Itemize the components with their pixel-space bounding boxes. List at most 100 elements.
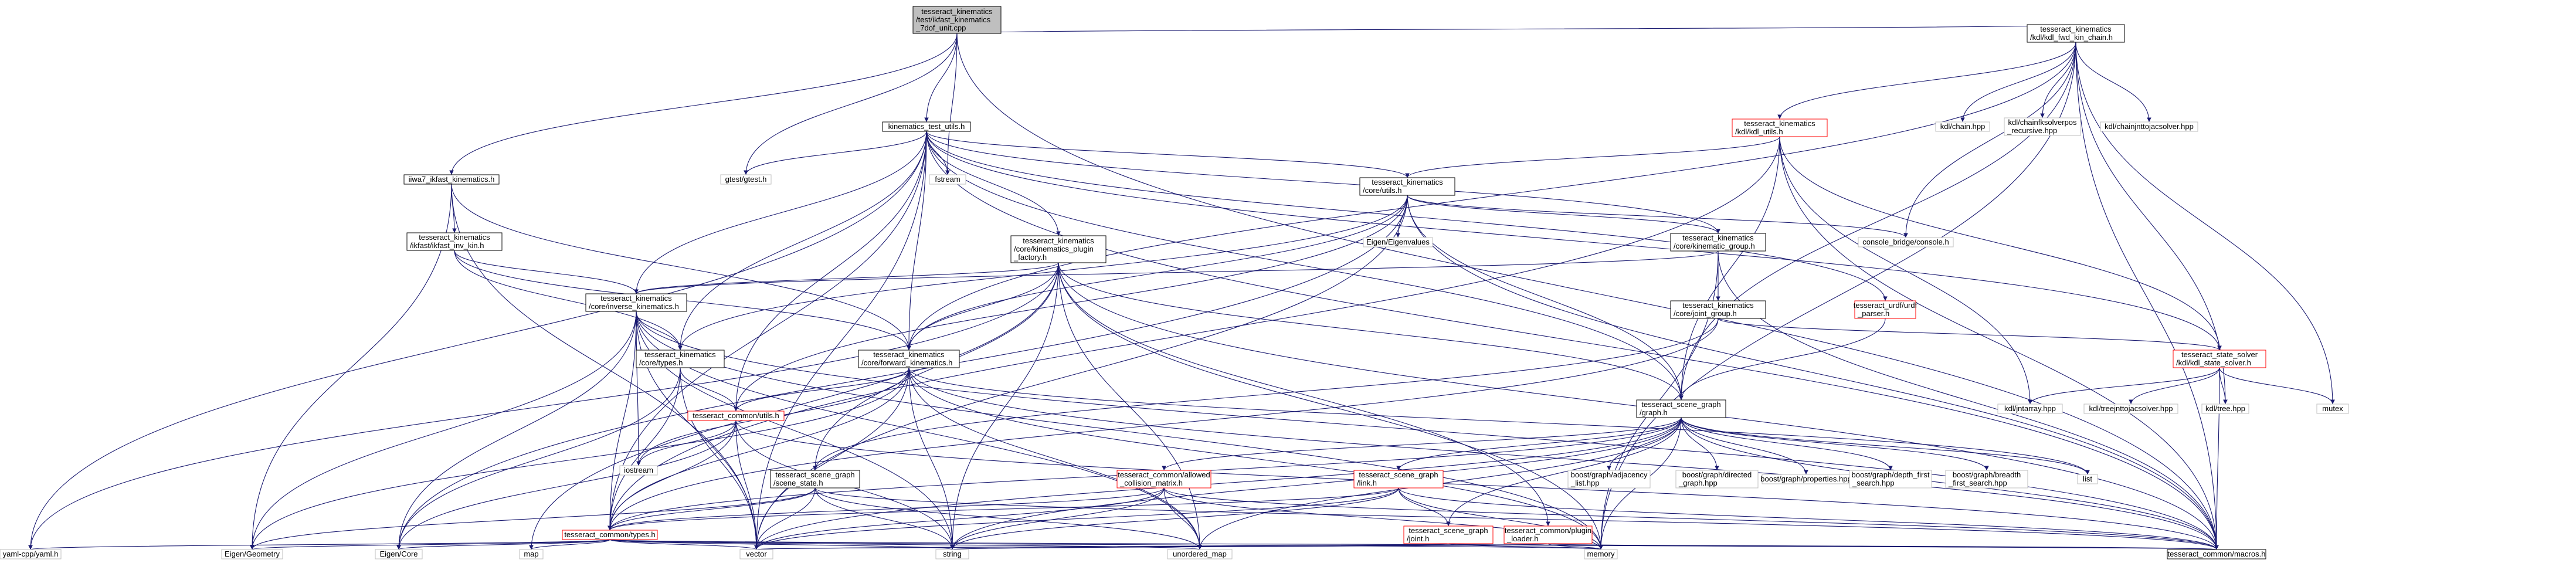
node-label-plugin_loader-line-0: tesseract_common/plugin [1505, 526, 1591, 535]
node-kdl_utils[interactable]: tesseract_kinematics/kdl/kdl_utils.h [1732, 118, 1828, 137]
node-box-kdl_tree [2201, 403, 2249, 414]
node-scene_graph[interactable]: tesseract_scene_graph/graph.h [1636, 399, 1726, 418]
node-label-kdl_state_solver-line-1: /kdl/kdl_state_solver.h [2176, 358, 2251, 367]
node-label-common_utils-line-0: tesseract_common/utils.h [693, 411, 779, 420]
include-edge-plugin_factory-to-scene_graph [1058, 262, 1684, 401]
include-edge-plugin_factory-to-memory [1058, 262, 1603, 550]
include-edge-inv_kin-to-common_macros [636, 311, 2219, 550]
include-edge-fwd_kin-to-memory [908, 367, 1603, 550]
include-edge-core_utils-to-common_macros [1407, 195, 2219, 550]
node-core_types[interactable]: tesseract_kinematics/core/types.h [636, 350, 725, 368]
node-label-mutex-line-0: mutex [2322, 404, 2343, 413]
node-label-memory-line-0: memory [1587, 550, 1615, 558]
node-kdl_fwd[interactable]: tesseract_kinematics/kdl/kdl_fwd_kin_cha… [2027, 24, 2125, 43]
include-edge-plugin_factory-to-plugin_loader [1058, 262, 1550, 527]
node-label-core_utils-line-0: tesseract_kinematics [1372, 178, 1443, 186]
node-box-bg_directed [1675, 470, 1759, 489]
include-edge-kdl_fwd-to-kdl_utils [1777, 42, 2076, 120]
node-label-string-line-0: string [943, 550, 962, 558]
node-inv_kin[interactable]: tesseract_kinematics/core/inverse_kinema… [585, 293, 687, 312]
node-kin_test_utils[interactable]: kinematics_test_utils.h [882, 121, 971, 132]
node-label-kdl_fwd-line-0: tesseract_kinematics [2040, 25, 2112, 33]
node-label-yaml-line-0: yaml-cpp/yaml.h [3, 550, 59, 558]
node-ikfast_inv[interactable]: tesseract_kinematics/ikfast/ikfast_inv_k… [406, 232, 503, 251]
node-label-sg_joint-line-1: /joint.h [1407, 534, 1429, 543]
node-box-common_types [562, 530, 658, 540]
include-edge-root-to-kdl_fwd [956, 24, 2077, 34]
include-edge-kdl_state_solver-to-kdl_treejnt [2129, 367, 2220, 405]
node-plugin_factory[interactable]: tesseract_kinematics/core/kinematics_plu… [1010, 235, 1107, 263]
node-box-string [935, 549, 969, 559]
node-string: string [935, 549, 969, 559]
node-box-common_macros [2167, 549, 2266, 559]
node-iiwa7[interactable]: iiwa7_ikfast_kinematics.h [403, 174, 500, 185]
include-edge-inv_kin-to-iostream [636, 311, 641, 466]
node-label-eigen_geometry-line-0: Eigen/Geometry [225, 550, 280, 558]
include-edge-fwd_kin-to-common_macros [908, 367, 2219, 550]
node-kdl_state_solver[interactable]: tesseract_state_solver/kdl/kdl_state_sol… [2173, 350, 2266, 368]
node-box-kdl_jntarray [1997, 403, 2063, 414]
include-edge-scene_graph-to-string [950, 417, 1682, 550]
node-box-root [912, 6, 1002, 34]
include-edge-scene_state-to-eigen_geometry [250, 487, 816, 550]
node-label-bg_directed-line-0: boost/graph/directed [1682, 470, 1752, 479]
node-box-kin_group [1670, 233, 1766, 252]
node-label-kdl_utils-line-0: tesseract_kinematics [1744, 119, 1815, 128]
node-common_types[interactable]: tesseract_common/types.h [562, 530, 658, 540]
include-edge-common_types-to-yaml [29, 539, 610, 550]
include-edge-common_types-to-eigen_geometry [250, 539, 610, 550]
node-scene_state[interactable]: tesseract_scene_graph/scene_state.h [770, 470, 860, 489]
include-edge-fwd_kin-to-eigen_geometry [250, 367, 909, 550]
node-joint_group[interactable]: tesseract_kinematics/core/joint_group.h [1670, 300, 1766, 319]
include-edge-core_utils-to-core_types [678, 195, 1408, 351]
node-sg_link[interactable]: tesseract_scene_graph/link.h [1353, 470, 1444, 489]
node-box-plugin_factory [1010, 235, 1107, 263]
node-urdf_parser[interactable]: tesseract_urdf/urdf_parser.h [1854, 300, 1917, 319]
node-sg_joint[interactable]: tesseract_scene_graph/joint.h [1403, 525, 1494, 544]
node-fstream: fstream [929, 174, 966, 185]
node-label-plugin_factory-line-2: _factory.h [1013, 253, 1047, 262]
include-edge-common_types-to-vector [609, 539, 759, 550]
node-box-iostream [619, 465, 658, 476]
node-label-root-line-2: _7dof_unit.cpp [915, 23, 966, 32]
node-label-iostream-line-0: iostream [624, 466, 653, 474]
node-kin_group[interactable]: tesseract_kinematics/core/kinematic_grou… [1670, 233, 1766, 252]
include-edge-kdl_state_solver-to-mutex [2219, 367, 2335, 405]
node-label-urdf_parser-line-1: _parser.h [1857, 309, 1889, 318]
include-edge-core_utils-to-console_bridge [1407, 195, 1908, 238]
node-memory: memory [1584, 549, 1618, 559]
node-allowed_collision[interactable]: tesseract_common/allowed_collision_matri… [1116, 470, 1211, 489]
node-label-joint_group-line-0: tesseract_kinematics [1682, 301, 1754, 310]
node-box-kdl_treejnt [2083, 403, 2178, 414]
node-label-fwd_kin-line-0: tesseract_kinematics [873, 350, 945, 359]
node-box-kdl_chain [1935, 121, 1990, 132]
node-label-kdl_chainfk-line-1: _recursive.hpp [2007, 126, 2057, 135]
include-edge-iiwa7-to-eigen_geometry [250, 184, 452, 550]
node-box-bg_dfs [1849, 470, 1932, 489]
include-edge-inv_kin-to-eigen_geometry [250, 311, 637, 550]
node-core_utils[interactable]: tesseract_kinematics/core/utils.h [1359, 177, 1455, 196]
node-label-kdl_state_solver-line-0: tesseract_state_solver [2181, 350, 2258, 359]
node-label-core_types-line-1: /core/types.h [639, 358, 683, 367]
include-edge-sg_link-to-string [950, 487, 1399, 550]
node-plugin_loader[interactable]: tesseract_common/plugin_loader.h [1503, 525, 1593, 544]
include-edge-root-to-iiwa7 [449, 33, 958, 175]
node-root[interactable]: tesseract_kinematics/test/ikfast_kinemat… [912, 6, 1002, 34]
include-edge-plugin_factory-to-inv_kin [634, 262, 1059, 294]
node-box-fstream [929, 174, 966, 185]
include-edge-scene_state-to-unordered_map [814, 487, 1202, 550]
node-label-kin_group-line-1: /core/kinematic_group.h [1674, 242, 1755, 250]
node-bg_dfs: boost/graph/depth_first_search.hpp [1849, 470, 1932, 489]
node-common_macros[interactable]: tesseract_common/macros.h [2167, 549, 2266, 559]
include-edge-kin_test_utils-to-fwd_kin [907, 131, 927, 351]
node-common_utils[interactable]: tesseract_common/utils.h [687, 411, 785, 421]
include-edge-core_types-to-vector [680, 367, 759, 550]
node-fwd_kin[interactable]: tesseract_kinematics/core/forward_kinema… [858, 350, 960, 368]
node-bg_adj: boost/graph/adjacency_list.hpp [1567, 470, 1651, 489]
include-edge-kin_test_utils-to-kdl_state_solver [926, 131, 2222, 351]
node-label-scene_state-line-1: /scene_state.h [773, 479, 823, 487]
node-label-sg_link-line-0: tesseract_scene_graph [1359, 470, 1438, 479]
node-box-kdl_state_solver [2173, 350, 2266, 368]
include-edge-common_utils-to-iostream [636, 420, 737, 466]
include-edge-kdl_state_solver-to-kdl_jntarray [2028, 367, 2220, 405]
